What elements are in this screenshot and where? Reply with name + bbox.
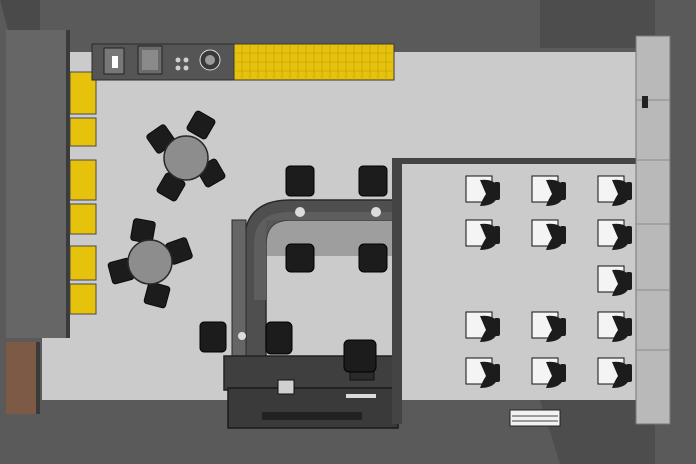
- glass-partition: [392, 35, 671, 425]
- training-desk-set: [597, 311, 632, 342]
- training-desk-set: [531, 175, 566, 206]
- training-desk-set: [465, 175, 500, 206]
- training-desk-set: [531, 219, 566, 250]
- training-desk-set: [597, 265, 632, 296]
- reception-chairs: [199, 165, 388, 373]
- bottom-bench: [509, 409, 561, 427]
- yellow-tiled-counter: [233, 43, 395, 81]
- training-desk-set: [465, 311, 500, 342]
- training-desks: [465, 175, 632, 388]
- training-desk-set: [597, 175, 632, 206]
- training-desk-set: [465, 219, 500, 250]
- left-wall-panel: [6, 30, 68, 338]
- training-desk-set: [531, 357, 566, 388]
- wood-door: [6, 342, 38, 414]
- left-wall-panel-edge: [66, 30, 70, 338]
- training-desk-set: [531, 311, 566, 342]
- kitchen-counter: [91, 43, 235, 81]
- round-table-1: [146, 110, 226, 202]
- training-desk-set: [597, 219, 632, 250]
- training-desk-set: [465, 357, 500, 388]
- training-desk-set: [597, 357, 632, 388]
- round-table-2: [107, 218, 193, 309]
- yellow-side-cabinets: [69, 71, 97, 315]
